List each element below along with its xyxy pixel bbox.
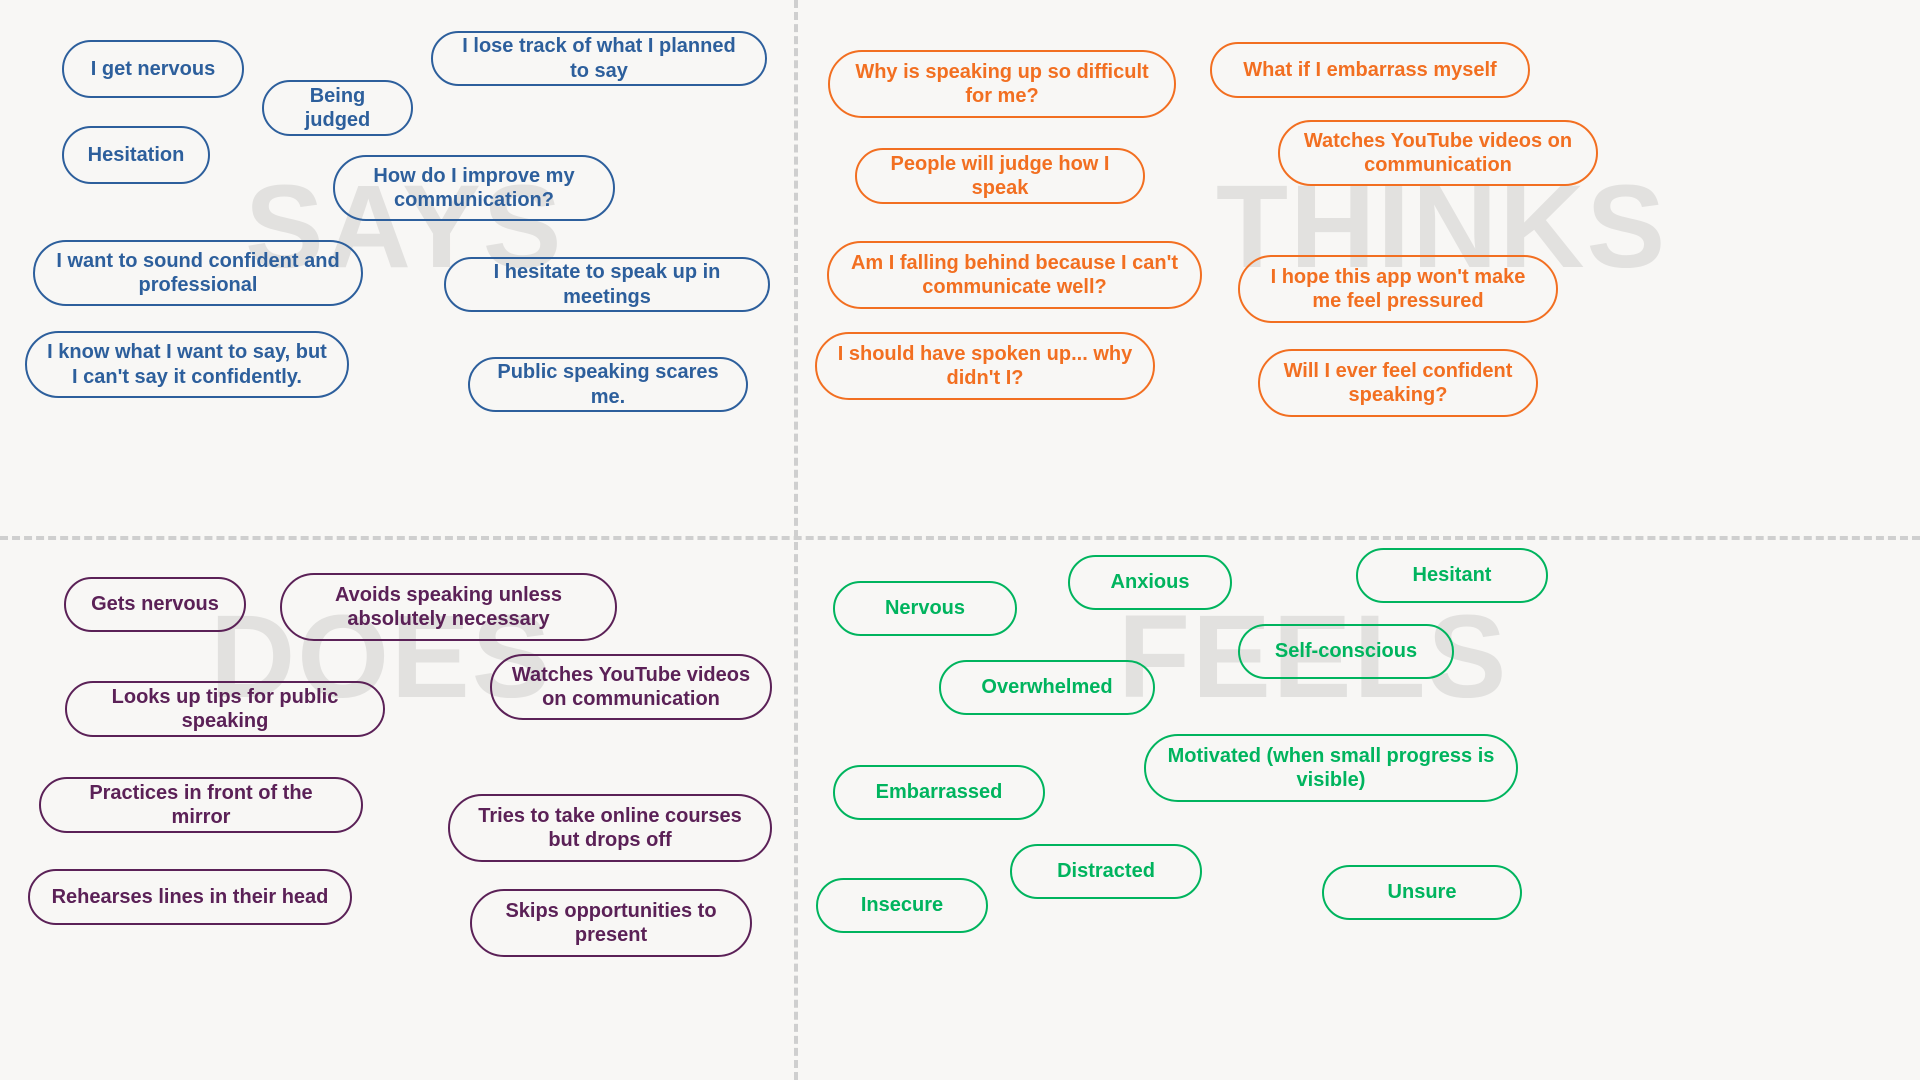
sticky-note[interactable]: Overwhelmed xyxy=(939,660,1155,715)
sticky-note[interactable]: I want to sound confident and profession… xyxy=(33,240,363,306)
sticky-note[interactable]: Rehearses lines in their head xyxy=(28,869,352,925)
sticky-note[interactable]: Watches YouTube videos on communication xyxy=(490,654,772,720)
sticky-note[interactable]: Hesitation xyxy=(62,126,210,184)
sticky-note[interactable]: Avoids speaking unless absolutely necess… xyxy=(280,573,617,641)
sticky-note[interactable]: Tries to take online courses but drops o… xyxy=(448,794,772,862)
sticky-note[interactable]: I lose track of what I planned to say xyxy=(431,31,767,86)
sticky-note[interactable]: Practices in front of the mirror xyxy=(39,777,363,833)
sticky-note[interactable]: Being judged xyxy=(262,80,413,136)
sticky-note[interactable]: Motivated (when small progress is visibl… xyxy=(1144,734,1518,802)
sticky-note[interactable]: Hesitant xyxy=(1356,548,1548,603)
sticky-note[interactable]: I should have spoken up... why didn't I? xyxy=(815,332,1155,400)
sticky-note[interactable]: I hesitate to speak up in meetings xyxy=(444,257,770,312)
sticky-note[interactable]: Skips opportunities to present xyxy=(470,889,752,957)
sticky-note[interactable]: How do I improve my communication? xyxy=(333,155,615,221)
sticky-note[interactable]: Nervous xyxy=(833,581,1017,636)
sticky-note[interactable]: Why is speaking up so difficult for me? xyxy=(828,50,1176,118)
horizontal-divider xyxy=(0,536,1920,540)
sticky-note[interactable]: Public speaking scares me. xyxy=(468,357,748,412)
sticky-note[interactable]: What if I embarrass myself xyxy=(1210,42,1530,98)
sticky-note[interactable]: Insecure xyxy=(816,878,988,933)
sticky-note[interactable]: Unsure xyxy=(1322,865,1522,920)
sticky-note[interactable]: I get nervous xyxy=(62,40,244,98)
sticky-note[interactable]: People will judge how I speak xyxy=(855,148,1145,204)
sticky-note[interactable]: Embarrassed xyxy=(833,765,1045,820)
vertical-divider xyxy=(794,0,798,1080)
sticky-note[interactable]: Distracted xyxy=(1010,844,1202,899)
sticky-note[interactable]: I know what I want to say, but I can't s… xyxy=(25,331,349,398)
sticky-note[interactable]: Self-conscious xyxy=(1238,624,1454,679)
sticky-note[interactable]: Looks up tips for public speaking xyxy=(65,681,385,737)
sticky-note[interactable]: Gets nervous xyxy=(64,577,246,632)
sticky-note[interactable]: I hope this app won't make me feel press… xyxy=(1238,255,1558,323)
sticky-note[interactable]: Will I ever feel confident speaking? xyxy=(1258,349,1538,417)
sticky-note[interactable]: Watches YouTube videos on communication xyxy=(1278,120,1598,186)
sticky-note[interactable]: Am I falling behind because I can't comm… xyxy=(827,241,1202,309)
sticky-note[interactable]: Anxious xyxy=(1068,555,1232,610)
